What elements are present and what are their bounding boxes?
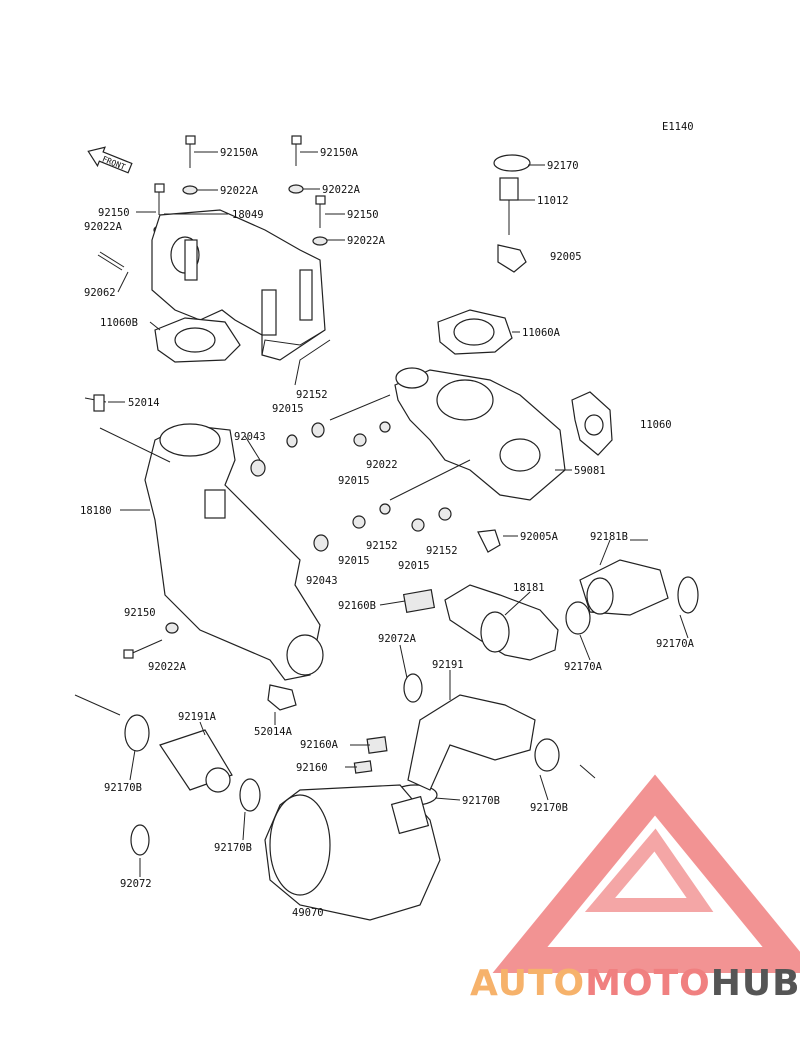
- part-label: 18181: [513, 582, 545, 594]
- part-label: 92072: [120, 878, 152, 890]
- watermark-text-auto: AUTO: [470, 963, 585, 1004]
- part-label: 92150A: [320, 147, 359, 159]
- part-label: 18180: [80, 505, 112, 517]
- watermark-triangle: [492, 774, 800, 973]
- watermark-text-hub: HUB: [711, 963, 800, 1004]
- part-label: 92015: [338, 475, 370, 487]
- part-label: 92170B: [530, 802, 568, 814]
- watermark-logo: AUTOMOTOHUB: [470, 774, 800, 1004]
- svg-text:AUTOMOTOHUB: AUTOMOTOHUB: [470, 963, 800, 1004]
- part-label: 92022: [366, 459, 398, 471]
- part-label: 92152: [426, 545, 458, 557]
- part-label: 92191: [432, 659, 464, 671]
- part-label: 11060: [640, 419, 672, 431]
- part-label: 92015: [272, 403, 304, 415]
- part-label: 92022A: [84, 221, 123, 233]
- watermark-text-moto: MOTO: [585, 963, 711, 1004]
- part-label: 92170A: [564, 661, 603, 673]
- part-label: 92022A: [220, 185, 259, 197]
- part-label: 92160B: [338, 600, 376, 612]
- part-label: 92015: [338, 555, 370, 567]
- part-label: 92022A: [322, 184, 361, 196]
- part-label: 59081: [574, 465, 606, 477]
- part-label: 92170: [547, 160, 579, 172]
- part-label: 92015: [398, 560, 430, 572]
- part-label: 92152: [366, 540, 398, 552]
- part-label: 92022A: [347, 235, 386, 247]
- front-arrow-icon: FRONT: [87, 146, 133, 174]
- part-label: 92170B: [104, 782, 142, 794]
- part-label: 92160A: [300, 739, 339, 751]
- part-label: 92170A: [656, 638, 695, 650]
- part-labels: 92150A 92150A 92022A 92022A 92170 11012 …: [80, 147, 695, 919]
- part-label: 52014A: [254, 726, 293, 738]
- part-label: 92152: [296, 389, 328, 401]
- part-label: 92150: [98, 207, 130, 219]
- part-label: 11060B: [100, 317, 138, 329]
- part-label: 92170B: [214, 842, 252, 854]
- part-label: 11060A: [522, 327, 561, 339]
- part-label: 92181B: [590, 531, 628, 543]
- part-label: 49070: [292, 907, 324, 919]
- part-label: 18049: [232, 209, 264, 221]
- part-label: 92150: [347, 209, 379, 221]
- part-label: 92062: [84, 287, 116, 299]
- part-label: 11012: [537, 195, 569, 207]
- part-label: 92022A: [148, 661, 187, 673]
- part-label: 92191A: [178, 711, 217, 723]
- part-label: 92043: [306, 575, 338, 587]
- diagram-code: E1140: [662, 121, 694, 133]
- part-label: 92043: [234, 431, 266, 443]
- parts-drawing: [74, 135, 699, 921]
- part-label: 92005: [550, 251, 582, 263]
- part-label: 92072A: [378, 633, 417, 645]
- part-label: 92170B: [462, 795, 500, 807]
- part-label: 92150: [124, 607, 156, 619]
- part-label: 92005A: [520, 531, 559, 543]
- part-label: 92150A: [220, 147, 259, 159]
- part-label: 92160: [296, 762, 328, 774]
- part-label: 52014: [128, 397, 160, 409]
